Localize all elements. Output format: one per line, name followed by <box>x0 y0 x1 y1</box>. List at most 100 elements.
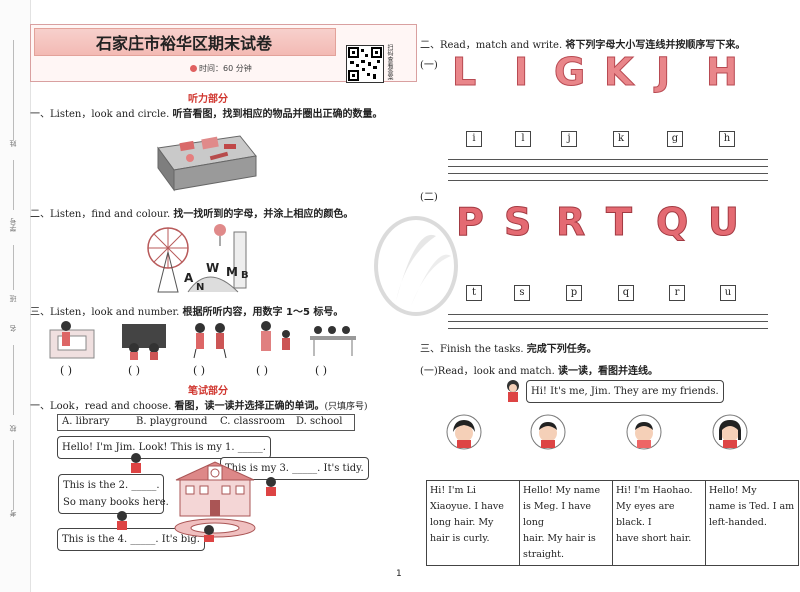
writing-line[interactable] <box>448 314 768 315</box>
writing-line[interactable] <box>448 180 768 181</box>
lowercase-box-9[interactable]: p <box>566 285 582 301</box>
capital-letter-11: Q <box>655 200 689 245</box>
letters-park-illustration: A W M N B <box>147 224 249 293</box>
school-illustration <box>174 461 256 538</box>
writing-line[interactable] <box>448 321 768 322</box>
question-2: 二、Listen，find and colour. 找一找听到的字母，并涂上相应… <box>30 209 354 220</box>
face-girl-straight[interactable] <box>712 414 748 450</box>
speech-bubble-1: Hello! I'm Jim. Look! This is my 1. ____… <box>57 436 271 459</box>
question-3: 三、Listen，look and number. 根据所听内容，用数字 1～5… <box>30 307 344 318</box>
desk-illustration <box>157 135 257 192</box>
face-boy-short[interactable] <box>530 414 566 450</box>
subquestion-1: (一)Read，look and match. 读一读，看图并连线。 <box>420 366 658 377</box>
capital-letter-4: K <box>603 50 634 95</box>
boy-figure-4 <box>204 525 214 542</box>
speech-bubble-2: This is the 2. _____. So many books here… <box>58 474 169 514</box>
writing-line[interactable] <box>448 328 768 329</box>
boy-figure-2 <box>266 477 276 496</box>
page-number: 1 <box>396 569 402 579</box>
capital-letter-7: P <box>456 200 485 245</box>
lowercase-box-4[interactable]: k <box>613 131 629 147</box>
margin-label-given: 名 <box>9 325 17 332</box>
boy-figure-3 <box>117 511 127 530</box>
question-r2: 二、Read，match and write. 将下列字母大小写连线并按顺序写下… <box>420 40 746 51</box>
speech-bubble-4: This is the 4. _____. It's big. <box>57 528 205 551</box>
lowercase-box-10[interactable]: q <box>618 285 634 301</box>
lowercase-box-11[interactable]: r <box>669 285 685 301</box>
scene-picture-5 <box>310 326 356 356</box>
face-girl-curly[interactable] <box>446 414 482 450</box>
capital-letter-6: H <box>706 50 739 95</box>
svg-text:M: M <box>226 265 238 279</box>
part-2-label: (二) <box>420 192 438 203</box>
option-d: D. school <box>296 416 343 427</box>
question-1: 一、Listen，look and circle. 听音看图，找到相应的物品并圈… <box>30 109 383 120</box>
option-a: A. library <box>62 416 110 427</box>
lowercase-box-6[interactable]: h <box>719 131 735 147</box>
writing-line[interactable] <box>448 166 768 167</box>
title-band <box>34 28 336 56</box>
scene-picture-2 <box>122 324 166 360</box>
margin-line <box>13 245 14 290</box>
answer-paren-4[interactable]: ( ) <box>256 364 269 377</box>
capital-letter-12: U <box>708 200 740 245</box>
lowercase-box-3[interactable]: j <box>561 131 577 147</box>
answer-paren-3[interactable]: ( ) <box>193 364 206 377</box>
word-options-box <box>57 414 355 431</box>
svg-text:A: A <box>184 271 194 285</box>
lowercase-box-5[interactable]: g <box>667 131 683 147</box>
option-b: B. playground <box>136 416 208 427</box>
lowercase-box-8[interactable]: s <box>514 285 530 301</box>
margin-label-exam: 考 <box>9 510 17 517</box>
writing-line[interactable] <box>448 173 768 174</box>
jim-speech-bubble: Hi! It's me, Jim. They are my friends. <box>526 380 724 403</box>
capital-letter-10: T <box>606 200 633 245</box>
scene-picture-4 <box>261 321 290 351</box>
face-boy-2[interactable] <box>626 414 662 450</box>
question-r3: 三、Finish the tasks. 完成下列任务。 <box>420 344 597 355</box>
lowercase-box-2[interactable]: l <box>515 131 531 147</box>
writing-line[interactable] <box>448 159 768 160</box>
scene-picture-1 <box>49 321 95 359</box>
lowercase-box-7[interactable]: t <box>466 285 482 301</box>
qr-code <box>346 45 384 83</box>
listening-header: 听力部分 <box>188 94 228 105</box>
margin-label-id: 学号 <box>9 218 17 232</box>
answer-paren-5[interactable]: ( ) <box>315 364 328 377</box>
margin-label-class: 班 <box>9 295 17 302</box>
margin-line <box>13 440 14 510</box>
scene-picture-3 <box>193 323 227 359</box>
margin-label-school: 校 <box>9 425 17 432</box>
qr-caption: 扫码查看答案 <box>386 44 393 80</box>
capital-letter-3: G <box>553 50 586 95</box>
capital-letter-9: R <box>555 200 586 245</box>
svg-text:N: N <box>196 282 204 293</box>
option-c: C. classroom <box>220 416 285 427</box>
capital-letter-2: I <box>513 50 529 95</box>
margin-line <box>13 40 14 140</box>
answer-paren-1[interactable]: ( ) <box>60 364 73 377</box>
lowercase-box-1[interactable]: i <box>466 131 482 147</box>
capital-letter-5: J <box>655 50 671 95</box>
margin-label-name: 姓 <box>9 140 17 147</box>
page-title: 石家庄市裕华区期末试卷 <box>95 34 272 53</box>
lowercase-box-12[interactable]: u <box>720 285 736 301</box>
exam-time: 时间：60 分钟 <box>190 63 252 74</box>
svg-text:B: B <box>241 270 249 281</box>
margin-line <box>13 160 14 210</box>
boy-figure <box>131 453 141 473</box>
question-4: 一、Look，read and choose. 看图，读一读并选择正确的单词。(… <box>30 401 368 412</box>
answer-paren-2[interactable]: ( ) <box>128 364 141 377</box>
part-1-label: (一) <box>420 60 438 71</box>
jim-figure <box>507 380 519 402</box>
clock-icon <box>190 65 197 72</box>
svg-text:W: W <box>206 261 219 275</box>
publisher-watermark <box>374 216 458 316</box>
writing-header: 笔试部分 <box>188 386 228 397</box>
capital-letter-1: L <box>451 50 477 95</box>
